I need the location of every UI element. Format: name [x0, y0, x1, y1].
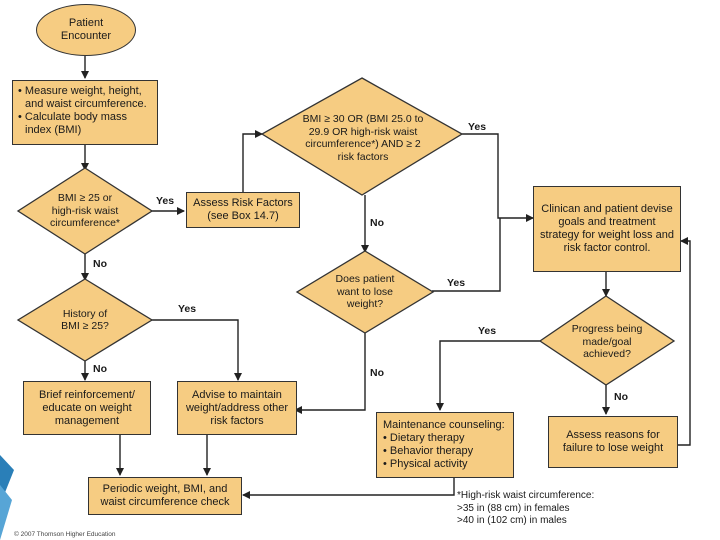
node-text: Assess reasons for	[566, 429, 660, 441]
node-title: Maintenance counseling:	[383, 419, 505, 431]
yes-label: Yes	[447, 277, 466, 289]
assess-risk-box: Assess Risk Factors(see Box 14.7)	[186, 192, 300, 228]
no-label: No	[93, 258, 107, 270]
node-text: risk factors	[210, 414, 264, 427]
node-text: Progress being	[571, 323, 643, 336]
edge-triangle-2	[0, 485, 12, 540]
node-text: Does patient	[335, 273, 395, 286]
node-text: educate on weight	[42, 401, 132, 414]
node-text: waist circumference check	[100, 496, 230, 508]
node-text: History of	[62, 307, 108, 320]
node-text: made/goal	[582, 335, 632, 348]
node-text: risk factor control.	[563, 242, 651, 254]
node-text: high-risk waist	[51, 204, 119, 217]
yes-label: Yes	[478, 325, 497, 337]
node-text: Periodic weight, BMI, and	[102, 483, 228, 495]
want-lose-decision-diamond	[295, 250, 435, 334]
footnote-line: >40 in (102 cm) in males	[457, 515, 567, 526]
node-list-item: • Behavior therapy	[383, 445, 474, 457]
node-text: risk factors	[337, 150, 389, 163]
node-text: Advise to maintain	[192, 388, 282, 401]
node-text: failure to lose weight	[562, 442, 664, 454]
node-text: weight?	[346, 298, 384, 311]
node-text: strategy for weight loss and	[540, 229, 674, 241]
node-text: management	[54, 414, 120, 427]
node-text: Encounter	[60, 30, 112, 42]
node-text: circumference*	[49, 217, 121, 230]
node-text: want to lose	[336, 285, 394, 298]
bmi-decision-diamond	[16, 167, 154, 255]
progress-decision-diamond	[538, 295, 676, 386]
node-text: circumference*) AND ≥ 2	[305, 138, 421, 150]
no-label: No	[614, 391, 628, 403]
no-label: No	[93, 363, 107, 375]
node-text: achieved?	[583, 348, 631, 361]
node-text: Patient	[68, 17, 104, 29]
copyright: © 2007 Thomson Higher Education	[14, 531, 116, 538]
footnote: *High-risk waist circumference: >35 in (…	[457, 490, 594, 528]
node-text: Clinican and patient devise	[541, 203, 673, 215]
node-text: BMI ≥ 30 OR (BMI 25.0 to	[302, 113, 424, 125]
footnote-line: *High-risk waist circumference:	[457, 490, 595, 501]
history-decision-diamond	[16, 278, 154, 362]
measure-box: • Measure weight, height, and waist circ…	[12, 80, 158, 145]
no-label: No	[370, 217, 384, 229]
node-text: weight/address other	[185, 401, 289, 414]
node-text: goals and treatment	[558, 216, 656, 228]
node-list-item: • Physical activity	[383, 458, 468, 470]
node-text: Assess Risk Factors	[193, 197, 293, 209]
node-text: BMI ≥ 25 or	[57, 192, 113, 205]
node-text: and waist circumference.	[25, 98, 147, 110]
node-text: • Calculate body mass	[18, 111, 128, 123]
yes-label: Yes	[178, 303, 197, 315]
node-text: BMI ≥ 25?	[61, 320, 109, 332]
node-list-item: • Dietary therapy	[383, 432, 465, 444]
node-text: Brief reinforcement/	[39, 388, 135, 401]
no-label: No	[370, 367, 384, 379]
node-text: index (BMI)	[25, 124, 82, 136]
node-text: • Measure weight, height,	[18, 85, 142, 97]
yes-label: Yes	[468, 121, 487, 133]
node-text: (see Box 14.7)	[207, 210, 279, 222]
node-text: 29.9 OR high-risk waist	[308, 125, 418, 138]
maintenance-counseling-box: Maintenance counseling: • Dietary therap…	[376, 412, 514, 478]
bmi30-decision-diamond	[260, 77, 464, 196]
footnote-line: >35 in (88 cm) in females	[457, 502, 570, 514]
yes-label: Yes	[156, 195, 175, 207]
